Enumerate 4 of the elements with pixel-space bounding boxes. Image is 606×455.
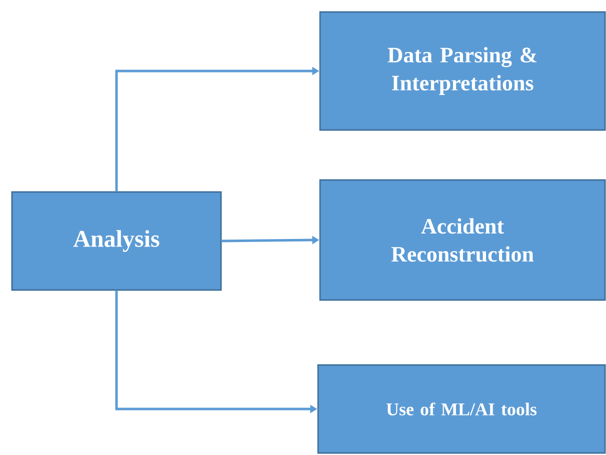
process-box: Use of ML/AI tools [317,364,606,454]
process-box: Data Parsing & Interpretations [319,11,606,131]
process-box: Analysis [11,191,222,291]
process-box: Accident Reconstruction [319,179,606,301]
